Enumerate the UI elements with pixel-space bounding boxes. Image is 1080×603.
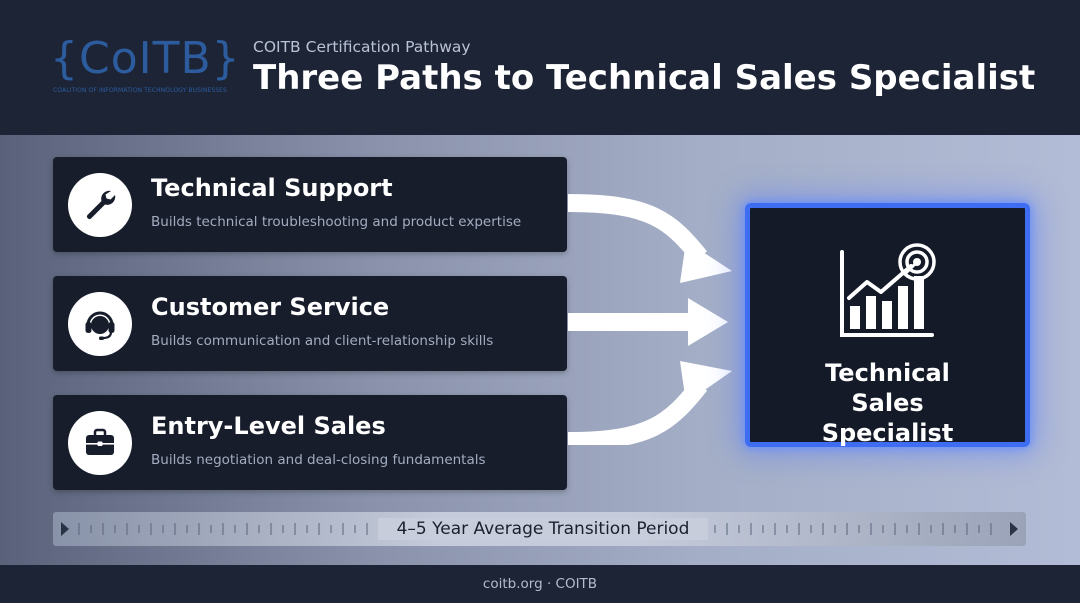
target-role-title: Technical Sales Specialist [750,358,1025,448]
timeline-bar: 4–5 Year Average Transition Period [53,512,1026,546]
path-title: Technical Support [151,174,393,202]
timeline-start-marker [61,522,69,536]
path-description: Builds communication and client-relation… [151,333,494,349]
path-title: Customer Service [151,293,390,321]
target-title-text: Technical Sales Specialist [821,359,954,447]
path-description: Builds negotiation and deal-closing fund… [151,452,486,468]
timeline-label: 4–5 Year Average Transition Period [378,518,708,540]
page-title: Three Paths to Technical Sales Specialis… [253,58,1036,98]
growth-chart-target-icon [840,243,936,337]
logo-subtitle: COALITION OF INFORMATION TECHNOLOGY BUSI… [53,87,227,94]
arrow-bottom [567,379,708,445]
timeline-end-marker [1010,522,1018,536]
path-card-technical-support: Technical Support Builds technical troub… [53,157,567,252]
footer-text: coitb.org · COITB [482,576,598,592]
path-icon-circle [68,292,132,356]
arrow-top-head [680,241,732,283]
target-role-box: Technical Sales Specialist [745,203,1030,447]
header: {CoITB} COALITION OF INFORMATION TECHNOL… [0,0,1080,135]
flow-arrows [567,194,732,445]
briefcase-icon [86,428,114,455]
path-icon-circle [68,411,132,475]
arrow-middle-head [688,298,728,346]
footer: coitb.org · COITB [0,565,1080,603]
path-description: Builds technical troubleshooting and pro… [151,214,522,230]
arrow-top [567,194,707,263]
path-card-customer-service: Customer Service Builds communication an… [53,276,567,371]
path-card-entry-level-sales: Entry-Level Sales Builds negotiation and… [53,395,567,490]
logo-text: {CoITB} [50,33,241,84]
header-kicker: COITB Certification Pathway [253,38,471,56]
coitb-logo: {CoITB} COALITION OF INFORMATION TECHNOL… [50,30,240,100]
path-icon-circle [68,173,132,237]
headset-icon [85,311,115,340]
path-title: Entry-Level Sales [151,412,386,440]
wrench-icon [87,190,116,219]
arrow-bottom-head [680,361,732,403]
